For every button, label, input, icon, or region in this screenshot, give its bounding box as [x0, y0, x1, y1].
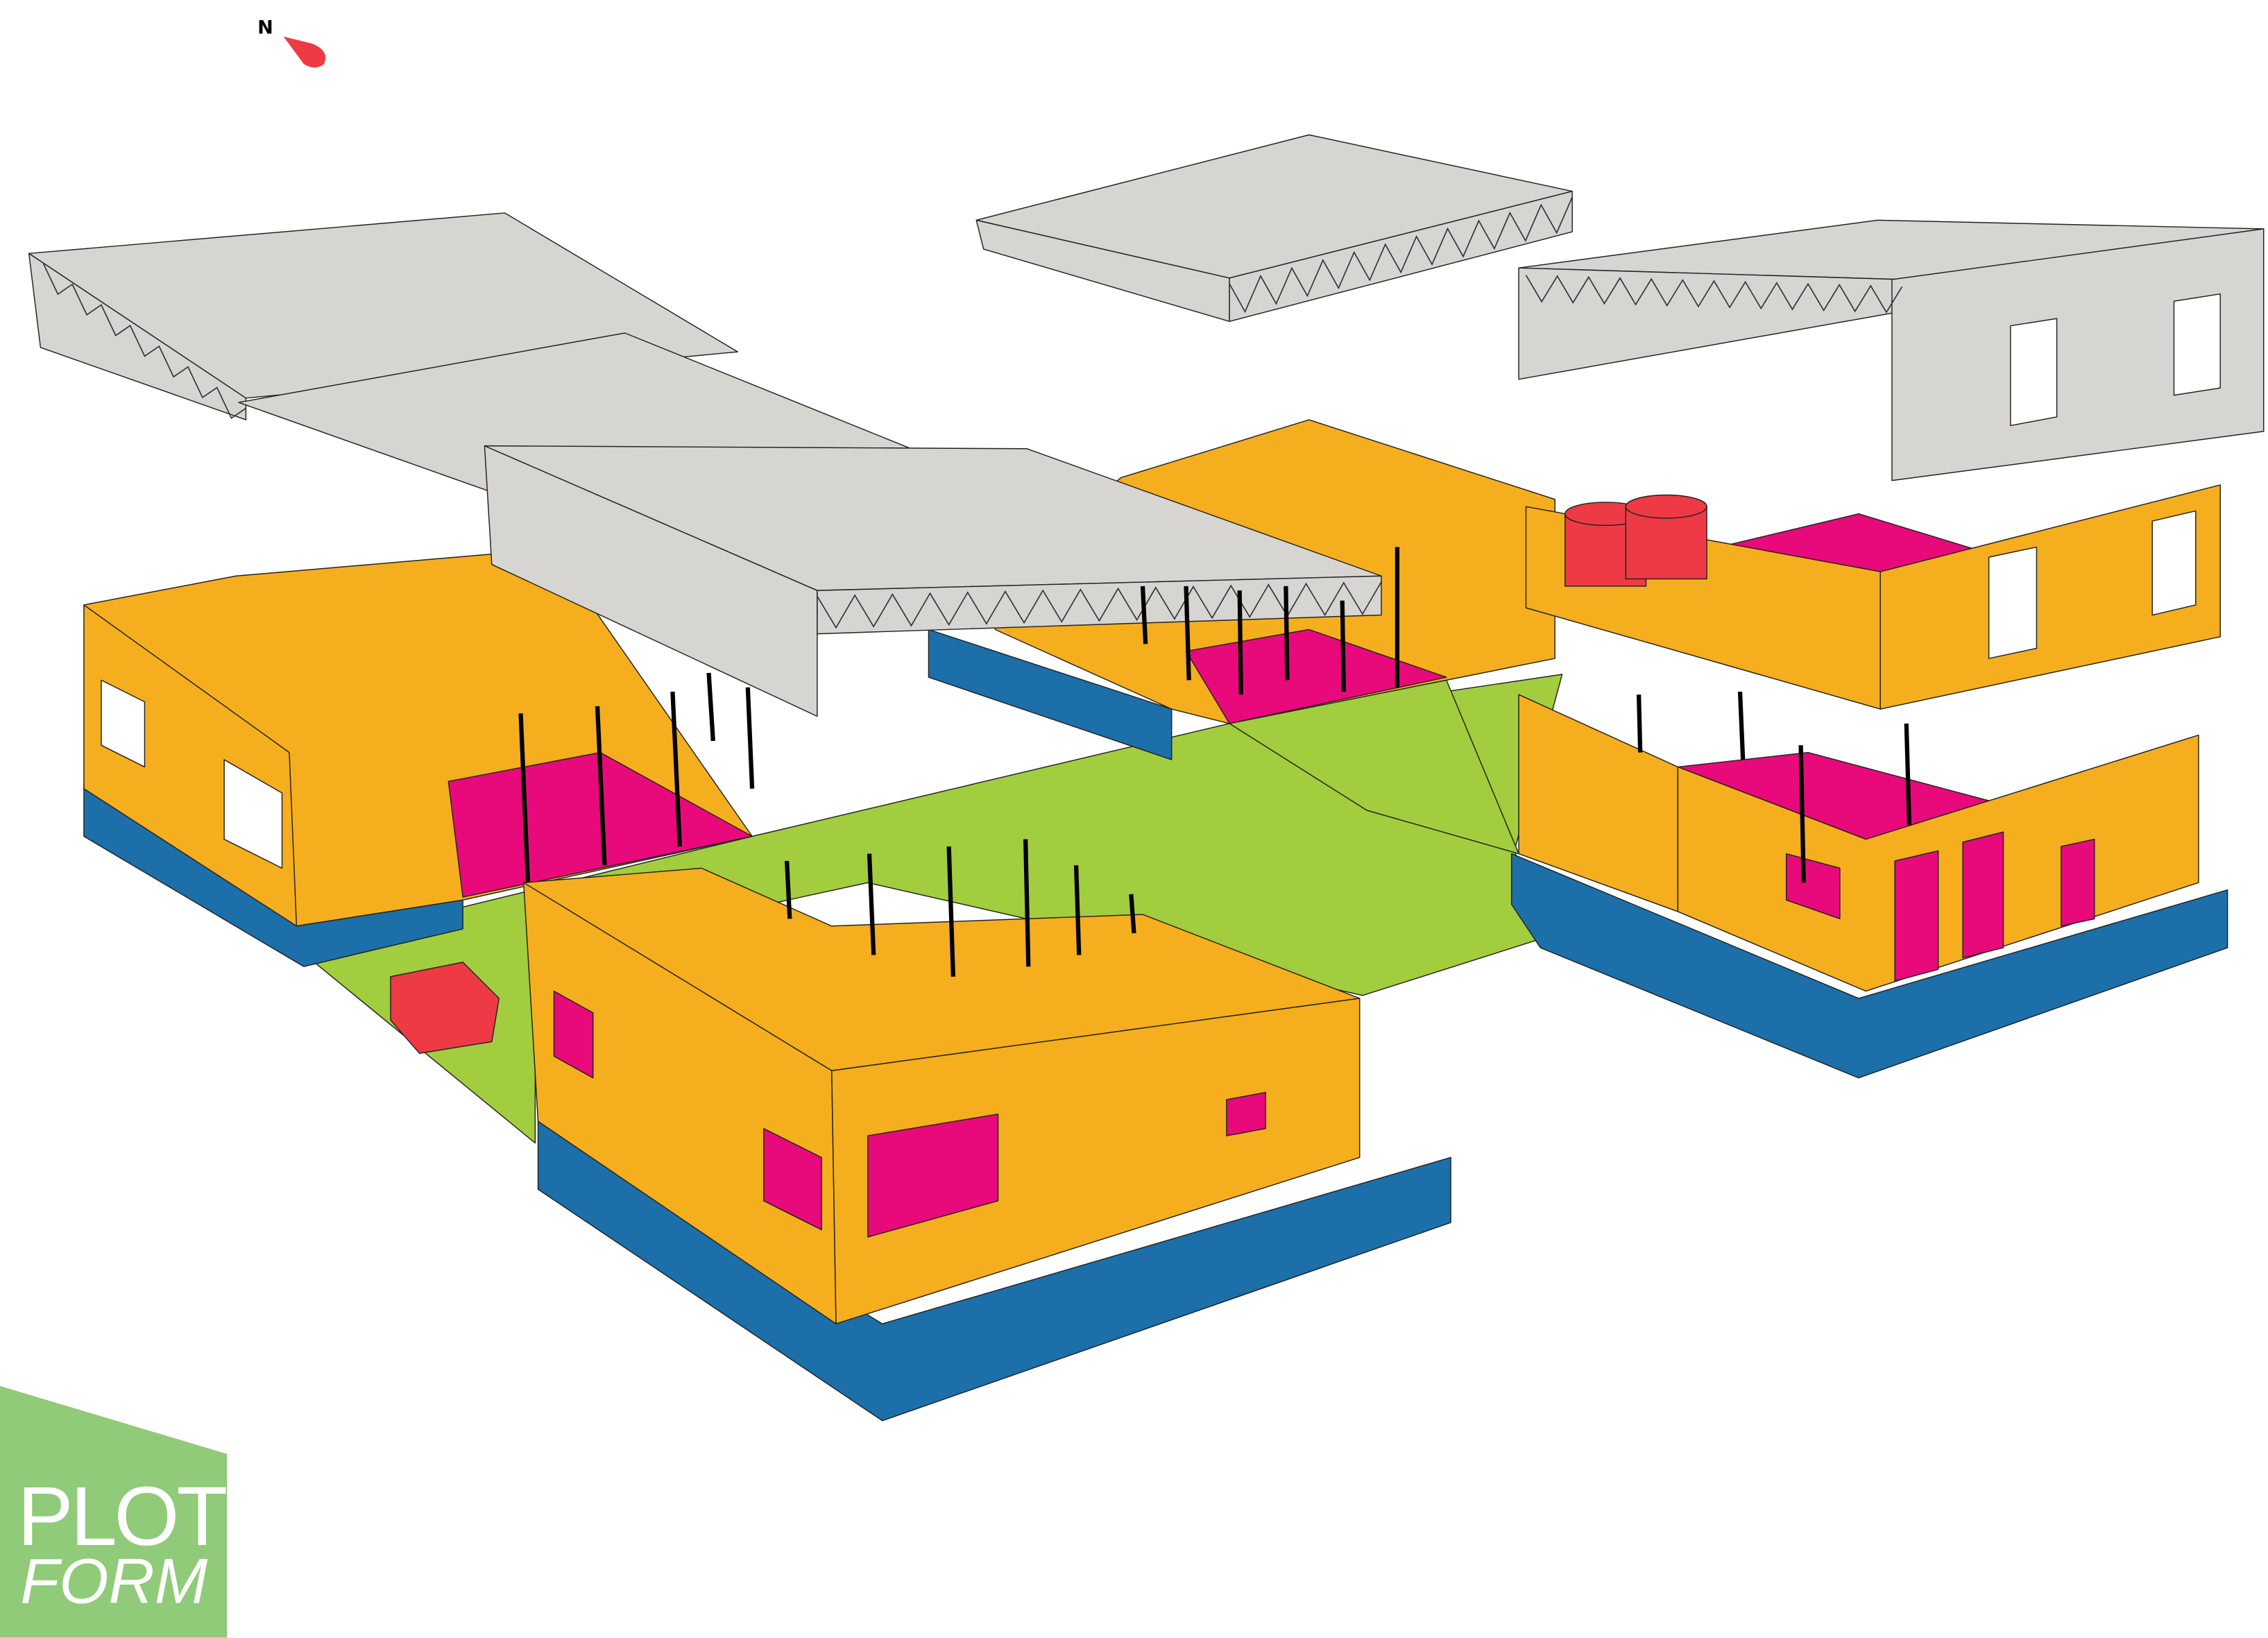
front-building-window	[763, 1127, 822, 1231]
water-tank-top	[1625, 494, 1707, 519]
column	[1023, 839, 1031, 967]
column	[1073, 865, 1082, 955]
center-building-base	[928, 629, 1173, 760]
front-building-window	[553, 990, 594, 1079]
right-building-door	[1962, 831, 2004, 959]
north-arrow-icon	[283, 36, 326, 68]
column	[1737, 691, 1746, 760]
right-building-base	[1510, 853, 2228, 1079]
roof-right-b-face	[1518, 267, 1903, 380]
north-arrow: N	[257, 17, 326, 68]
column	[1129, 894, 1136, 934]
column	[867, 853, 876, 955]
roof-truss	[42, 263, 246, 419]
roof-truss	[1229, 196, 1573, 314]
left-building-window	[223, 759, 283, 869]
column	[946, 846, 956, 977]
column	[595, 706, 607, 866]
roof-truss	[1525, 275, 1903, 314]
column	[785, 860, 792, 919]
right-building-door	[1894, 850, 1939, 982]
front-building-base	[537, 1114, 1451, 1422]
column	[1237, 590, 1243, 695]
front-building-window	[867, 1114, 999, 1238]
north-label: N	[257, 17, 273, 38]
right-building-upper-window	[2151, 510, 2197, 616]
column	[1636, 694, 1643, 753]
left-annex-tank	[390, 962, 500, 1054]
column	[1184, 586, 1191, 681]
column	[670, 691, 682, 847]
plotform-logo: PLOT FORM	[0, 1385, 230, 1638]
column	[1798, 745, 1806, 883]
right-building-upper-window	[1988, 546, 2038, 659]
left-building-window	[101, 679, 146, 768]
column	[518, 713, 531, 883]
column	[745, 687, 755, 789]
column	[1340, 600, 1346, 692]
roof-left-a-edge	[28, 253, 247, 420]
building-volumes	[28, 134, 2265, 1422]
roof-right-wall	[1891, 228, 2265, 481]
roof-right-wall-window	[2010, 318, 2058, 427]
column	[1140, 586, 1148, 645]
right-building-upper-front-wall	[1879, 484, 2221, 710]
columns	[518, 547, 1912, 977]
logo-line-form: FORM	[20, 1546, 208, 1616]
roof-right-truss	[1229, 190, 1573, 323]
logo-line-plot: PLOT	[17, 1469, 226, 1563]
front-building-front-wall	[831, 998, 1361, 1324]
front-building-window	[1226, 1091, 1266, 1136]
column	[706, 672, 715, 742]
roof-right-wall-window	[2173, 293, 2221, 396]
right-building-window	[1786, 853, 1841, 920]
right-building-door	[2061, 838, 2095, 927]
column	[1904, 723, 1912, 825]
column	[1284, 586, 1290, 681]
center-building-floor	[1185, 629, 1447, 724]
logo-background	[0, 1385, 228, 1638]
